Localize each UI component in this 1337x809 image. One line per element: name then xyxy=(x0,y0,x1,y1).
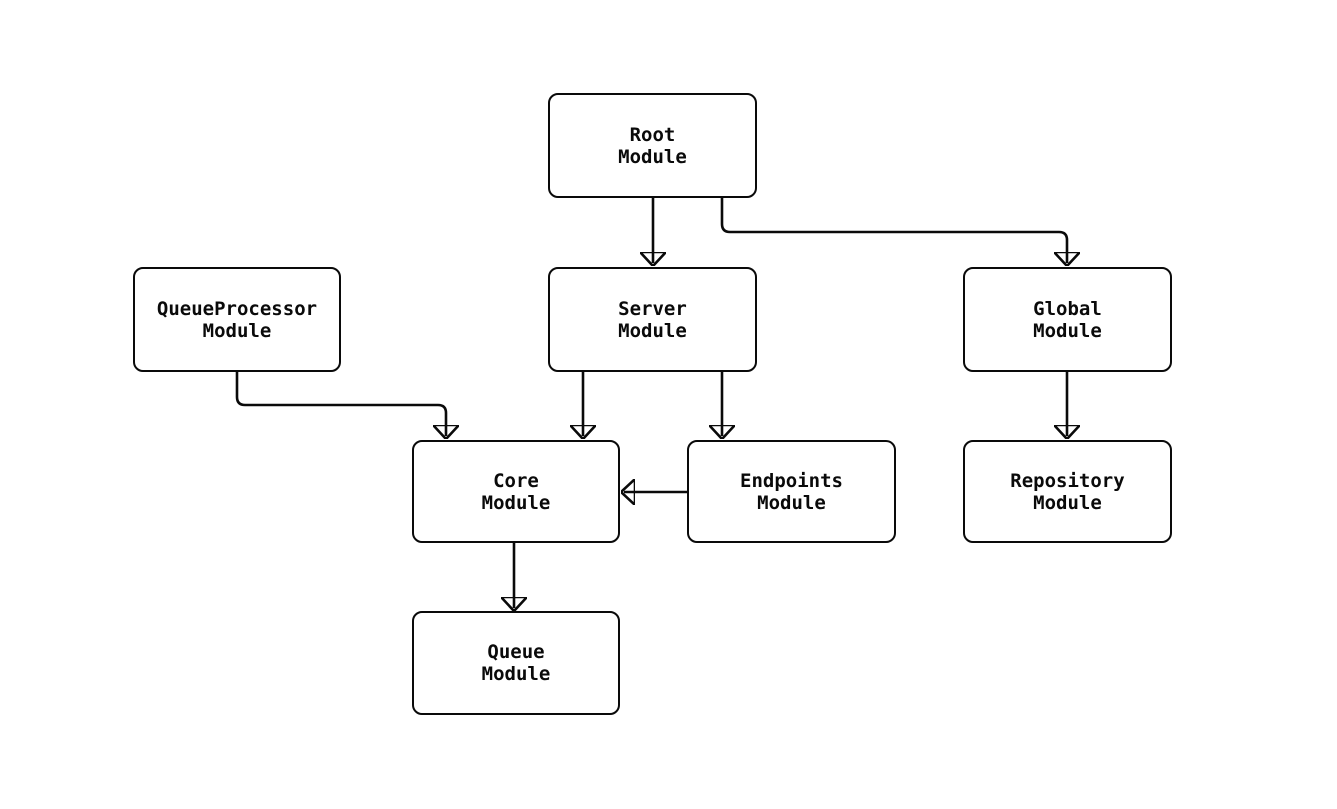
node-queue-module: Queue Module xyxy=(412,611,620,715)
node-endpoints-module-label: Endpoints Module xyxy=(740,469,843,514)
node-queueprocessor-module-label: QueueProcessor Module xyxy=(156,297,318,342)
node-endpoints-module: Endpoints Module xyxy=(687,440,896,543)
node-queue-module-label: Queue Module xyxy=(481,641,551,685)
edge-queueprocessor-to-core xyxy=(235,372,446,436)
node-repository-module: Repository Module xyxy=(963,440,1172,543)
edge-root-to-global xyxy=(720,197,1067,263)
node-root-module: Root Module xyxy=(548,93,757,198)
node-global-module-label: Global Module xyxy=(1033,297,1102,342)
node-server-module: Server Module xyxy=(548,267,757,372)
node-global-module: Global Module xyxy=(963,267,1172,372)
node-core-module: Core Module xyxy=(412,440,620,543)
node-repository-module-label: Repository Module xyxy=(1010,469,1125,514)
node-server-module-label: Server Module xyxy=(618,297,687,342)
node-root-module-label: Root Module xyxy=(618,123,687,168)
node-core-module-label: Core Module xyxy=(481,469,551,514)
node-queueprocessor-module: QueueProcessor Module xyxy=(133,267,341,372)
